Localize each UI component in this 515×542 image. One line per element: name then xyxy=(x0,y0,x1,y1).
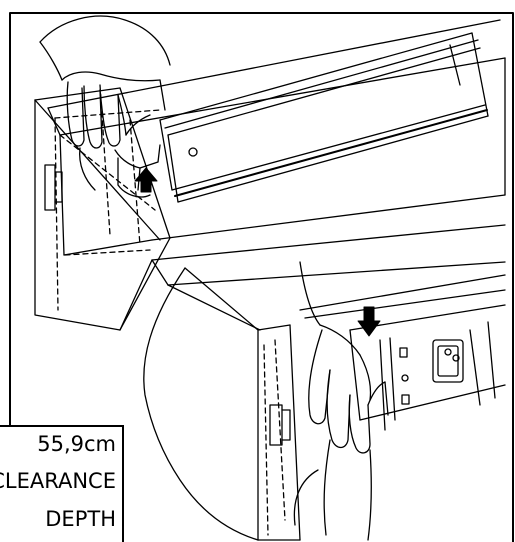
lower-cabinet-dashed-outline xyxy=(263,339,286,536)
illustration-frame xyxy=(9,12,514,542)
arrow-down-icon xyxy=(357,306,381,337)
arrow-up-icon xyxy=(134,167,158,193)
lower-slide-rail xyxy=(299,274,506,431)
upper-clip-bracket xyxy=(44,164,63,211)
clearance-measurement: 55,9cm xyxy=(37,432,116,456)
clearance-label-text: CLEARANCE xyxy=(0,469,116,493)
depth-label-text: DEPTH xyxy=(45,507,116,531)
clearance-depth-label: 55,9cm CLEARANCE DEPTH xyxy=(0,425,124,542)
lower-clip-bracket xyxy=(269,404,291,446)
upper-hands xyxy=(39,15,171,198)
lower-cabinet-panel xyxy=(119,224,506,541)
lower-hand xyxy=(293,261,389,541)
upper-slide-rail xyxy=(159,32,489,203)
